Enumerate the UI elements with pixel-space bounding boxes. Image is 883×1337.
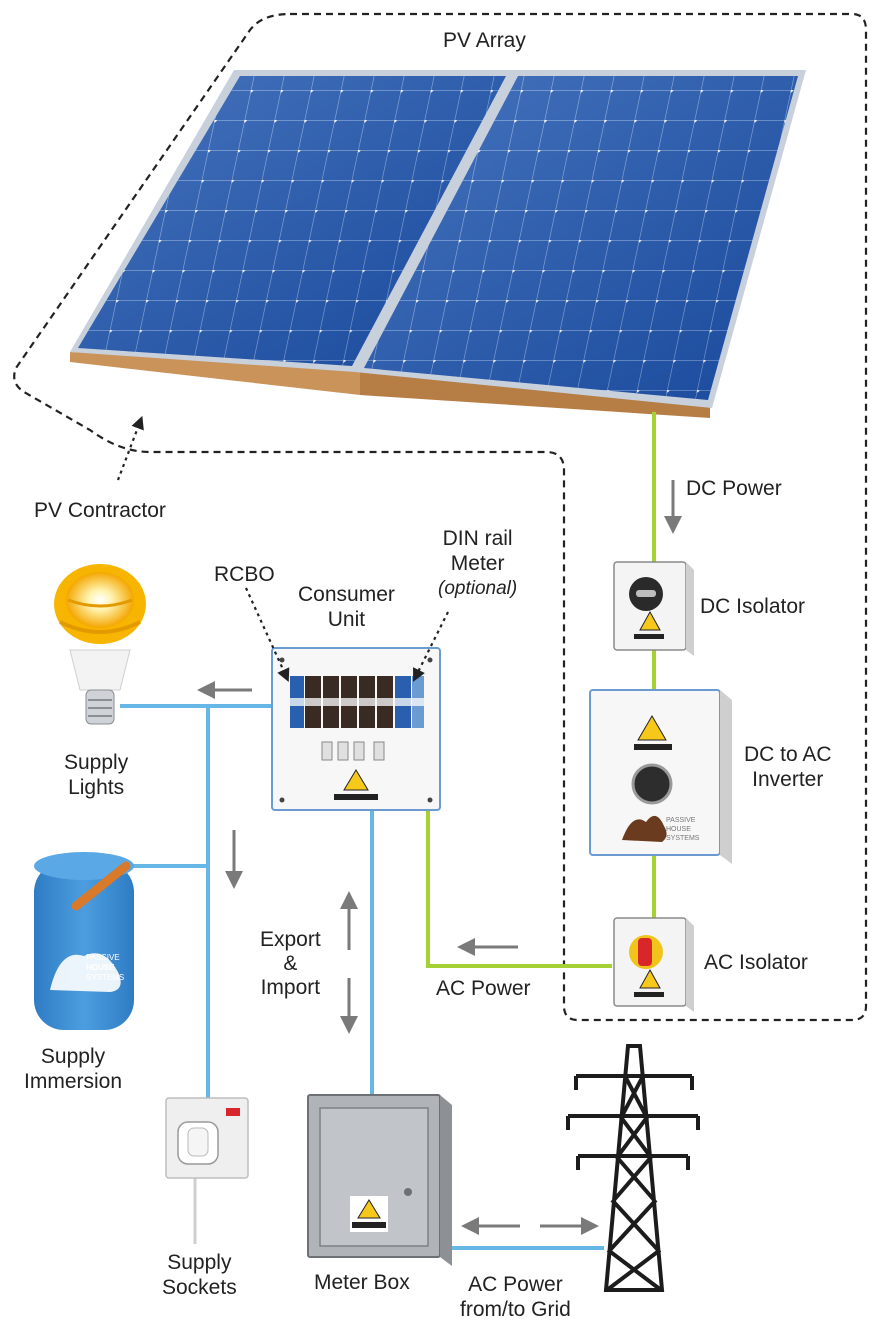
din-rail-label: DIN rail Meter (optional) — [438, 526, 517, 601]
inverter-label-line1: DC to AC — [744, 743, 832, 766]
ampersand-line: & — [283, 952, 298, 975]
supply-sockets-line1: Supply — [167, 1251, 232, 1274]
supply-sockets-label: Supply Sockets — [162, 1250, 237, 1300]
consumer-unit-line2: Unit — [327, 608, 366, 631]
din-rail-arrow — [413, 611, 449, 682]
supply-sockets-line2: Sockets — [162, 1276, 237, 1299]
pv-contractor-arrow — [116, 415, 144, 481]
ac-isolator-label: AC Isolator — [704, 951, 808, 974]
supply-lights-line2: Lights — [68, 776, 125, 799]
immersion-tank-icon: PASSIVE HOUSE SYSTEMS — [34, 852, 134, 1030]
rcbo-label: RCBO — [214, 563, 275, 586]
pv-contractor-label: PV Contractor — [34, 499, 166, 522]
tank-brand-2: HOUSE — [86, 963, 115, 972]
import-line: Import — [260, 976, 321, 999]
pv-contractor-boundary — [13, 12, 868, 1022]
dc-isolator — [613, 561, 694, 656]
dc-isolator-label: DC Isolator — [700, 595, 806, 618]
meter-box-label: Meter Box — [314, 1271, 410, 1294]
supply-immersion-line2: Immersion — [24, 1070, 123, 1093]
flow-arrows — [197, 480, 682, 1235]
meter-box-icon — [307, 1094, 452, 1266]
supply-lights-label: Supply Lights — [64, 750, 128, 800]
export-line: Export — [260, 928, 321, 951]
socket-icon — [165, 1097, 249, 1179]
tank-brand-3: SYSTEMS — [86, 973, 124, 982]
supply-lights-line1: Supply — [64, 751, 129, 774]
light-bulb-icon — [54, 564, 146, 725]
dc-power-label: DC Power — [686, 477, 782, 500]
ac-grid-line1: AC Power — [468, 1273, 563, 1296]
ac-wiring — [120, 704, 604, 1250]
din-rail-line3: (optional) — [438, 578, 518, 599]
ac-grid-line2: from/to Grid — [460, 1298, 571, 1321]
pv-array-label: PV Array — [443, 29, 526, 52]
din-rail-line2: Meter — [450, 552, 505, 575]
dc-to-ac-inverter: PASSIVE HOUSE SYSTEMS — [589, 689, 732, 864]
consumer-unit — [271, 647, 441, 811]
inverter-label: DC to AC Inverter — [744, 742, 832, 792]
pylon-icon — [566, 1044, 700, 1292]
dc-wiring — [426, 412, 656, 968]
ac-isolator — [613, 917, 694, 1012]
consumer-unit-label: Consumer Unit — [298, 582, 395, 632]
consumer-unit-line1: Consumer — [298, 583, 395, 606]
ac-power-label: AC Power — [436, 977, 531, 1000]
export-import-label: Export & Import — [260, 928, 321, 1000]
inverter-brand-3: SYSTEMS — [666, 835, 700, 842]
inverter-brand-1: PASSIVE — [666, 817, 696, 824]
supply-immersion-label: Supply Immersion — [24, 1044, 122, 1094]
rcbo-arrow — [244, 587, 290, 683]
inverter-label-line2: Inverter — [752, 768, 824, 791]
din-rail-line1: DIN rail — [442, 527, 513, 550]
pv-array — [70, 70, 806, 418]
ac-grid-label: AC Power from/to Grid — [460, 1272, 571, 1322]
tank-brand-1: PASSIVE — [86, 953, 120, 962]
supply-immersion-line1: Supply — [40, 1045, 106, 1068]
inverter-brand-2: HOUSE — [666, 826, 691, 833]
